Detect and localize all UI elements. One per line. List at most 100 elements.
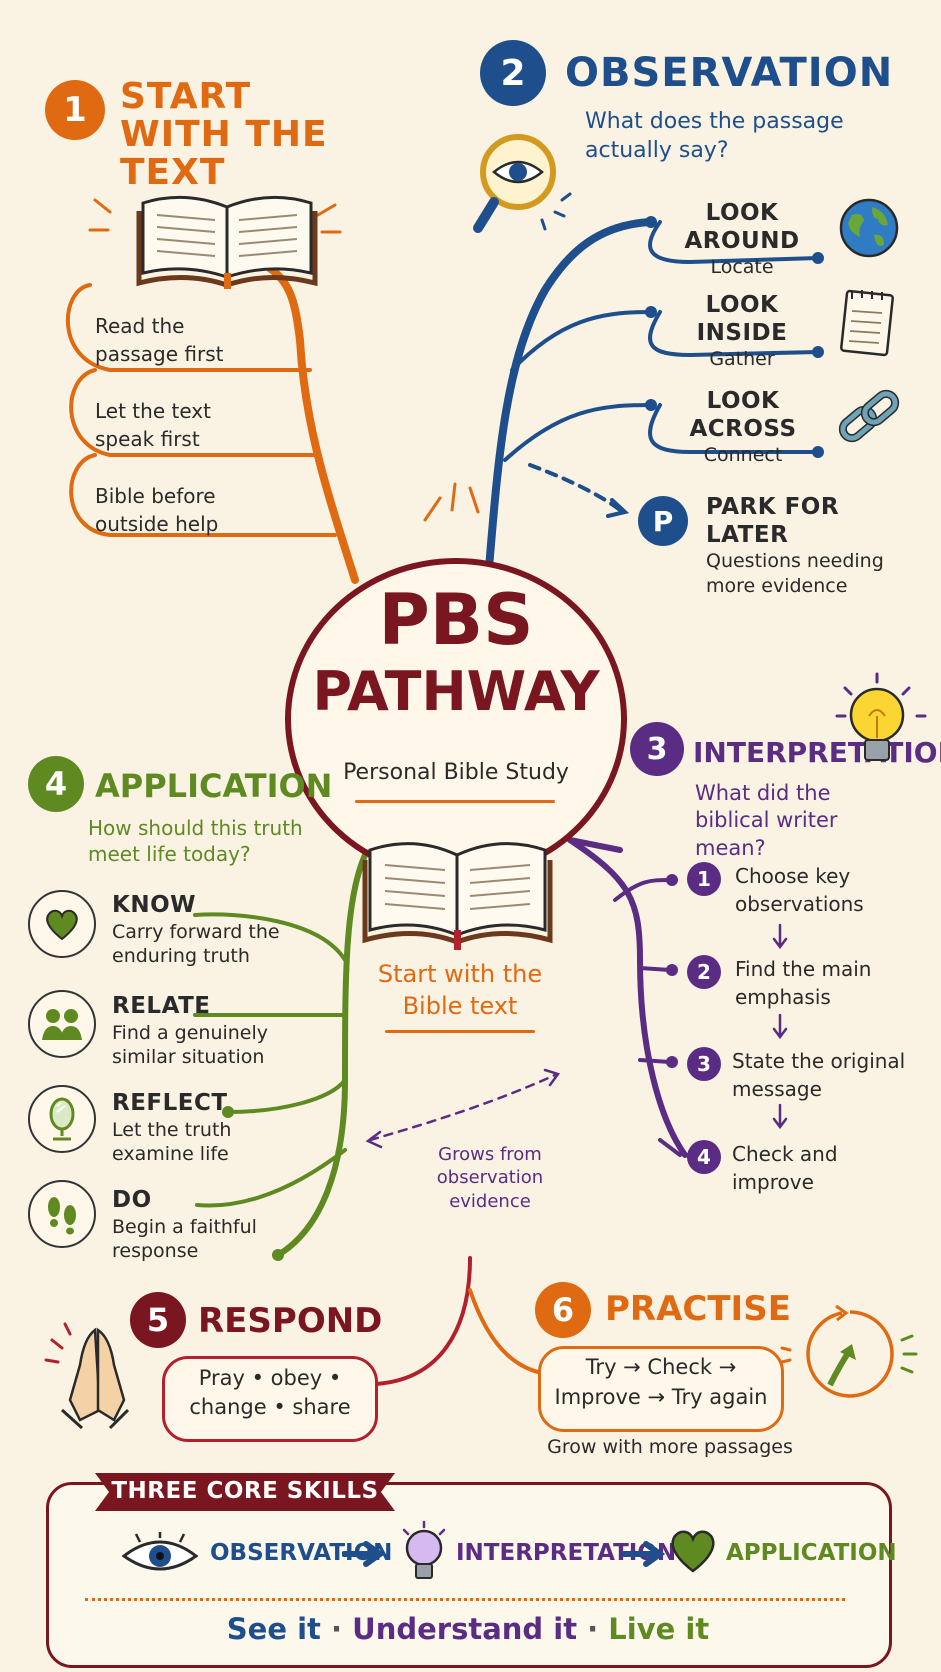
chain-link-icon: [838, 389, 900, 443]
practise-line1: Try → Check →: [585, 1355, 737, 1379]
sparks: [88, 198, 480, 522]
respond-line1: Pray • obey •: [198, 1366, 342, 1390]
application-dots: [222, 1106, 284, 1261]
magnifier-eye-icon: [473, 134, 572, 233]
park-title: PARK FOR LATER: [706, 494, 840, 548]
section5-number: 5: [130, 1292, 186, 1348]
practise-caption: Grow with more passages: [547, 1436, 793, 1458]
core-tagline: See it · Understand it · Live it: [50, 1612, 886, 1646]
core-banner-ribbon: [95, 1473, 395, 1511]
eye-icon: [121, 1532, 199, 1571]
arrow-right-icon: [342, 1541, 386, 1567]
hub-subtitle: Personal Bible Study: [343, 760, 569, 785]
section4-question: How should this truth meet life today?: [88, 816, 303, 866]
reflect-sub: Let the truth examine life: [112, 1118, 232, 1166]
core-skill-application: APPLICATION: [726, 1540, 897, 1566]
grows-arrow: [365, 1068, 561, 1149]
branch-respond: [373, 1256, 472, 1386]
look-inside-sub: Gather: [709, 348, 775, 371]
interp-step4-text: Check and improve: [732, 1142, 838, 1194]
branch-start-with-text: [65, 261, 359, 584]
caption-underline: [385, 1030, 535, 1033]
section2-heading: OBSERVATION: [565, 50, 894, 96]
core-banner: THREE CORE SKILLS: [111, 1478, 379, 1504]
observation-item-3: LOOK ACROSS Connect: [668, 388, 818, 468]
tagline-see: See it: [226, 1612, 321, 1646]
do-sub: Begin a faithful response: [112, 1215, 257, 1263]
interp-step3-text: State the original message: [732, 1049, 906, 1101]
do-title: DO: [112, 1187, 152, 1213]
core-divider: [85, 1598, 845, 1601]
section1-item-1: Read the passage first: [95, 314, 224, 366]
section1-heading: START WITH THE TEXT: [120, 76, 328, 193]
center-caption: Start with the Bible text: [377, 960, 543, 1021]
tagline-dot-2: ·: [587, 1612, 609, 1646]
application-know: KNOW Carry forward the enduring truth: [112, 892, 302, 969]
hub-underline: [355, 800, 555, 803]
center-hub: [285, 558, 627, 880]
section1-item-3: Bible before outside help: [95, 484, 219, 536]
branch-interpretation: [567, 837, 688, 1158]
section3-heading: INTERPRETATION: [693, 736, 941, 769]
book-icon: [136, 195, 318, 289]
section3-number: 3: [630, 722, 684, 776]
notepad-icon: [840, 289, 894, 357]
cycle-arrow-icon: [780, 1304, 918, 1398]
know-sub: Carry forward the enduring truth: [112, 920, 280, 968]
section6-heading: PRACTISE: [605, 1289, 791, 1329]
open-bible-icon: [362, 842, 553, 950]
interp-step2-badge: 2: [687, 955, 721, 989]
section2-question: What does the passage actually say?: [585, 109, 844, 163]
practise-box: [538, 1346, 784, 1432]
heart-small-icon: [671, 1530, 715, 1573]
interp-step1-badge: 1: [687, 862, 721, 896]
lightbulb-small-icon: [402, 1520, 446, 1579]
section6-number: 6: [535, 1282, 591, 1338]
park-sub: Questions needing more evidence: [706, 550, 884, 597]
interpretation-dots: [666, 874, 678, 1068]
look-around-title: LOOK AROUND: [684, 200, 800, 254]
footprints-icon: [28, 1180, 96, 1248]
branch-application: [193, 852, 368, 1258]
hub-title-line1: PBS: [378, 579, 534, 661]
practise-line2: Improve → Try again: [554, 1385, 768, 1409]
tagline-understand: Understand it: [352, 1612, 578, 1646]
park-badge: P: [638, 496, 688, 546]
mirror-icon: [28, 1085, 96, 1153]
interp-step2-text: Find the main emphasis: [735, 957, 872, 1009]
interpretation-arrows: [772, 923, 788, 1130]
section1-number: 1: [45, 80, 105, 140]
branch-observation: [484, 218, 820, 584]
arrow-right-icon: [622, 1541, 666, 1567]
reflect-title: REFLECT: [112, 1090, 228, 1116]
lightbulb-icon: [835, 672, 927, 761]
observation-item-1: LOOK AROUND Locate: [672, 200, 812, 280]
observation-dots: [645, 216, 824, 458]
hub-title-line2: PATHWAY: [312, 660, 600, 723]
tagline-live: Live it: [608, 1612, 710, 1646]
interp-step3-badge: 3: [687, 1047, 721, 1081]
tagline-dot-1: ·: [331, 1612, 353, 1646]
people-icon: [28, 990, 96, 1058]
core-skills-panel: [46, 1482, 892, 1668]
globe-icon: [839, 198, 899, 258]
application-do: DO Begin a faithful response: [112, 1187, 272, 1264]
look-inside-title: LOOK INSIDE: [696, 292, 788, 346]
application-relate: RELATE Find a genuinely similar situatio…: [112, 993, 272, 1070]
look-across-sub: Connect: [703, 444, 783, 467]
praying-hands-icon: [44, 1322, 130, 1430]
section3-question: What did the biblical writer mean?: [695, 781, 838, 860]
respond-box: [162, 1356, 378, 1442]
section1-item-2: Let the text speak first: [95, 399, 211, 451]
park-item: PARK FOR LATER Questions needing more ev…: [706, 494, 906, 599]
observation-item-2: LOOK INSIDE Gather: [672, 292, 812, 372]
heart-icon: [28, 890, 96, 958]
grows-note: Grows from observation evidence: [436, 1144, 544, 1212]
section5-heading: RESPOND: [198, 1301, 383, 1341]
interp-step4-badge: 4: [687, 1140, 721, 1174]
look-around-sub: Locate: [710, 256, 774, 279]
section2-number: 2: [480, 40, 546, 106]
look-across-title: LOOK ACROSS: [689, 388, 797, 442]
relate-sub: Find a genuinely similar situation: [112, 1021, 269, 1069]
